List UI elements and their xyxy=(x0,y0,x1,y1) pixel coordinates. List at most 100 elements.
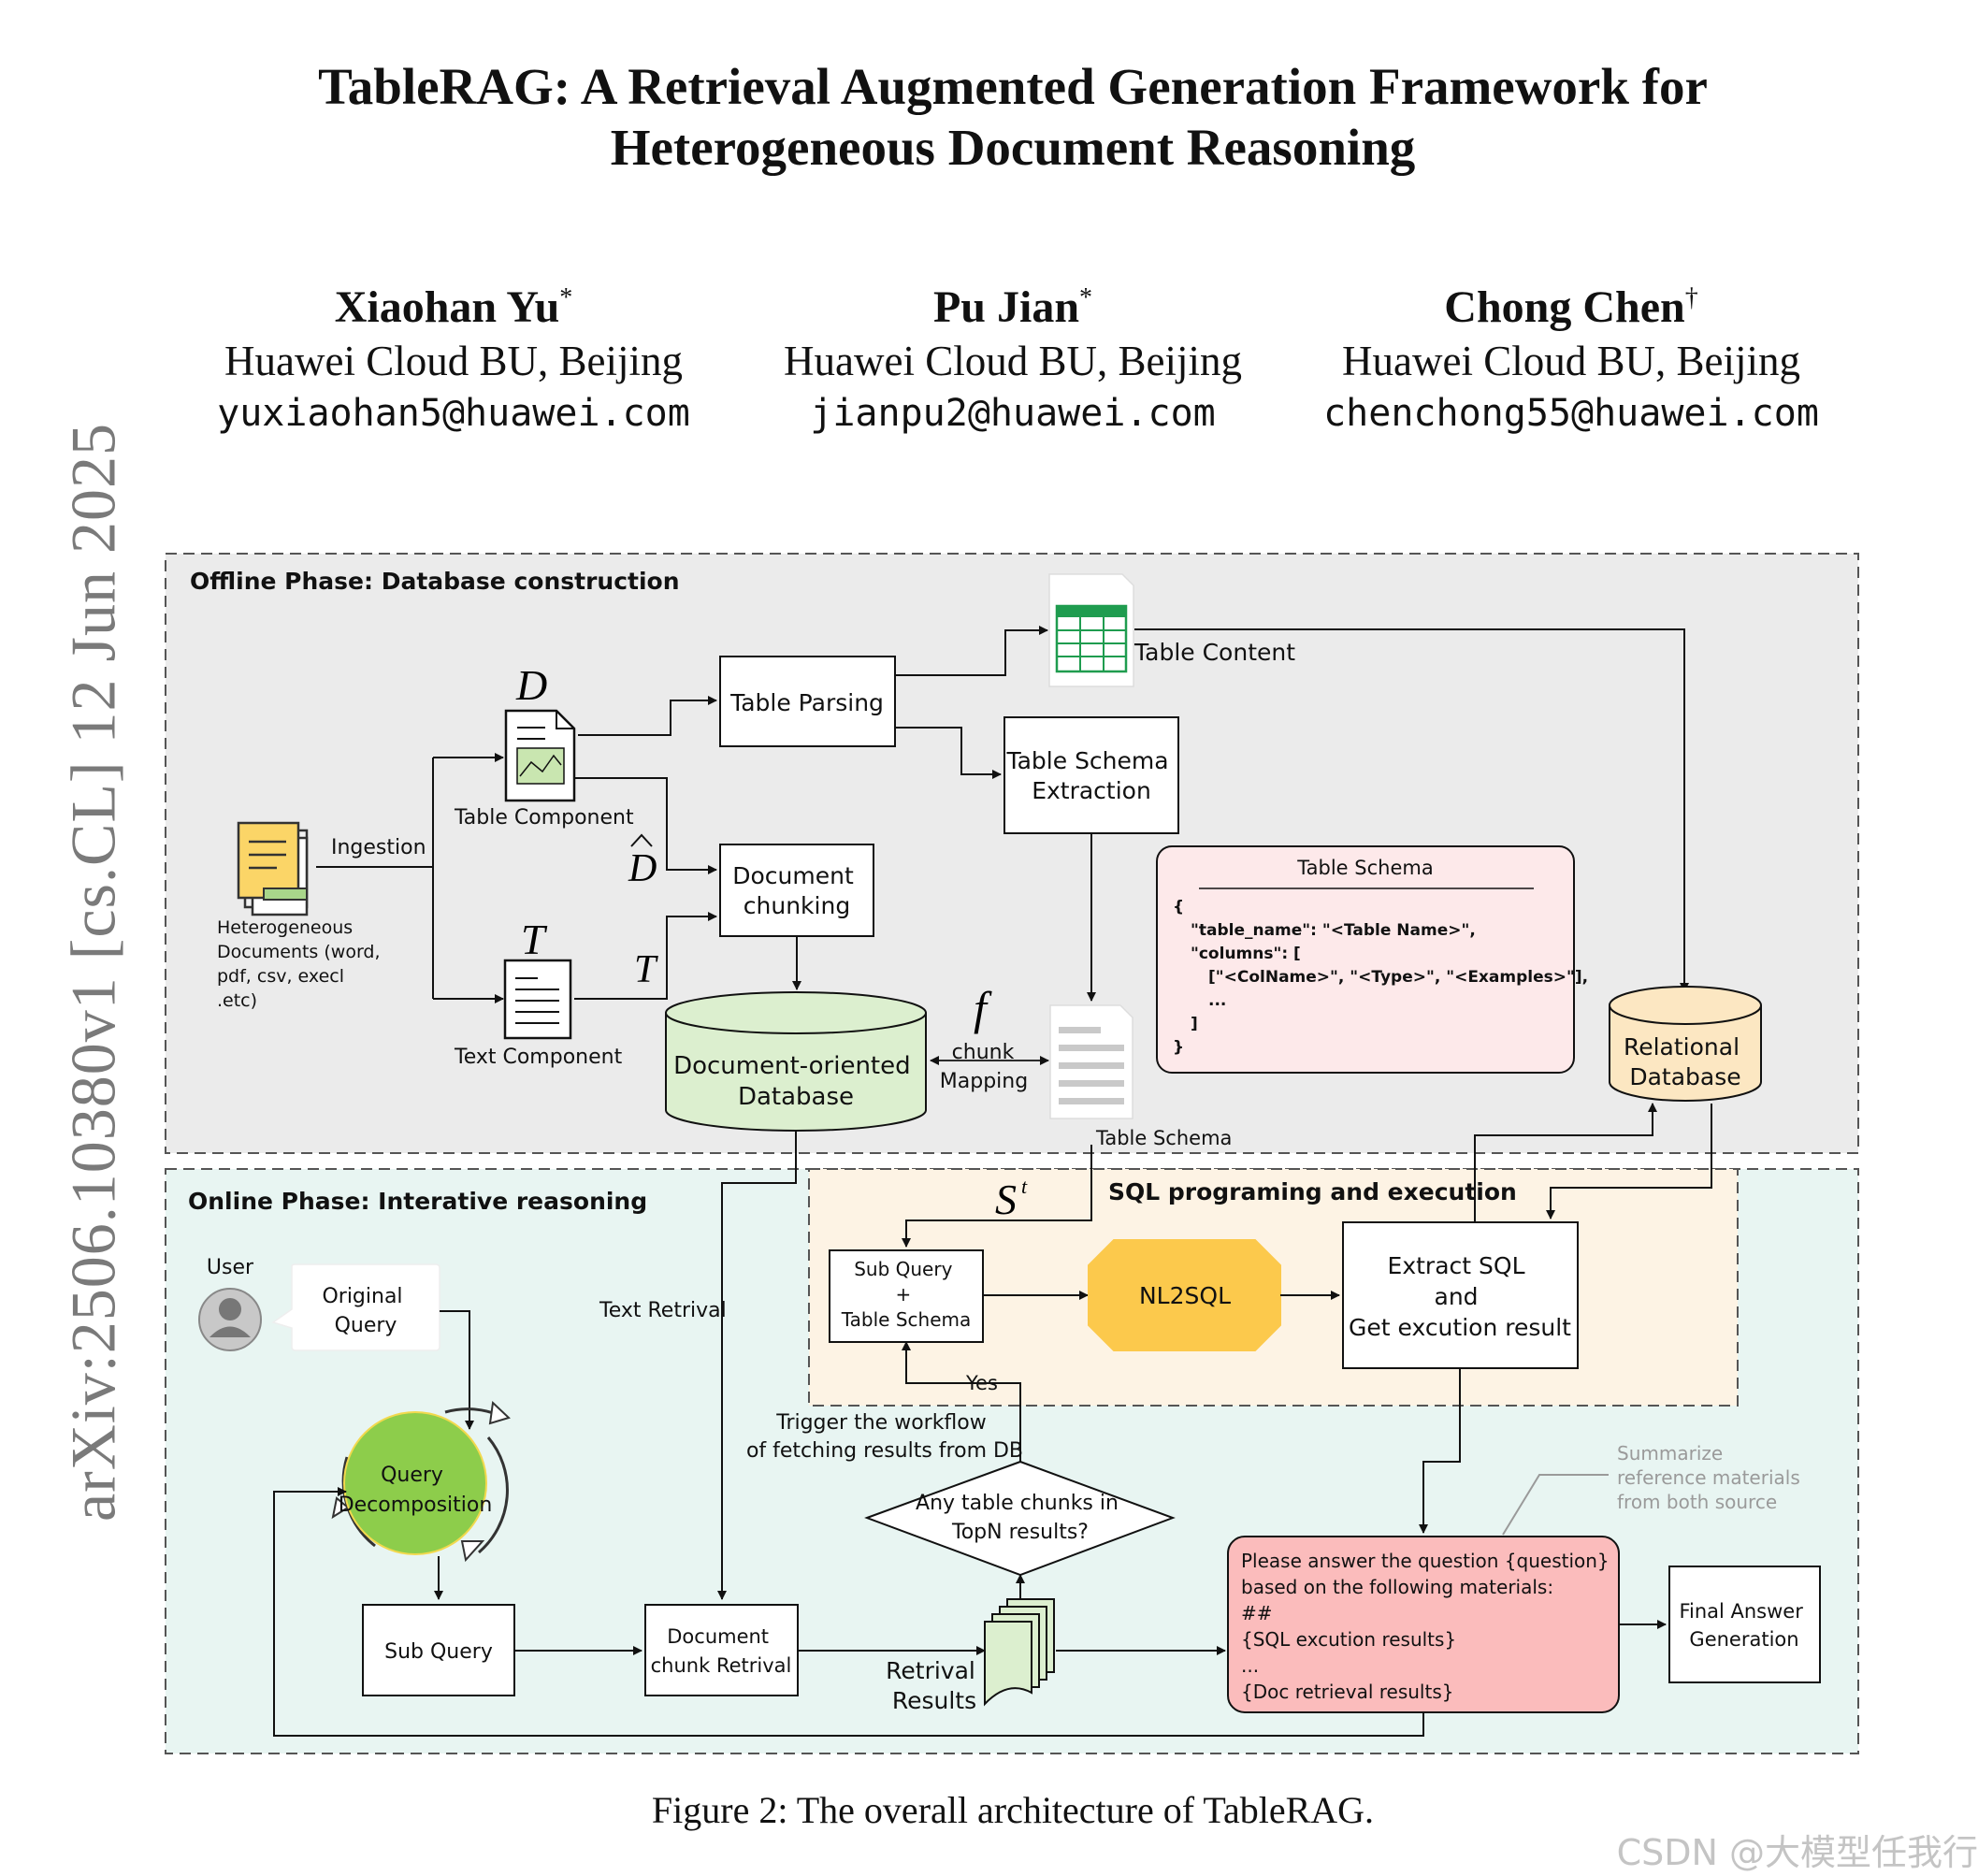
svg-text:"table_name": "<Table Name>",: "table_name": "<Table Name>", xyxy=(1191,921,1476,940)
author-mark: * xyxy=(559,283,573,312)
svg-text:t: t xyxy=(1021,1175,1028,1198)
heterogeneous-documents-icon xyxy=(237,821,309,916)
trigger-label: Trigger the workflow of fetching results… xyxy=(746,1411,1023,1463)
svg-text:{: { xyxy=(1173,898,1184,916)
doc-chunk-retrival-label: Document chunk Retrival xyxy=(651,1625,792,1677)
svg-text:...: ... xyxy=(1241,1654,1259,1677)
symbol-D: D xyxy=(515,661,547,709)
title-line-1: TableRAG: A Retrieval Augmented Generati… xyxy=(318,58,1708,115)
query-decomposition-cycle-icon xyxy=(331,1400,511,1563)
author-name: Chong Chen xyxy=(1444,282,1685,332)
svg-text:pdf, csv, execl: pdf, csv, execl xyxy=(217,966,344,987)
author-block-1: Xiaohan Yu* Huawei Cloud BU, Beijing yux… xyxy=(164,271,744,440)
author-name: Pu Jian xyxy=(932,282,1080,332)
author-name: Xiaohan Yu xyxy=(334,282,560,332)
sub-query-schema-label: Sub Query + Table Schema xyxy=(841,1258,972,1331)
table-parsing-box xyxy=(719,656,896,747)
mapping-label: Mapping xyxy=(940,1070,1028,1093)
symbol-D-hat: D xyxy=(628,833,657,890)
original-query-label: Original Query xyxy=(322,1285,409,1337)
nl2sql-node xyxy=(1088,1239,1281,1351)
schema-json-box xyxy=(1156,845,1575,1074)
user-avatar-icon xyxy=(198,1288,262,1351)
table-content-label: Table Content xyxy=(1133,639,1295,666)
author-email[interactable]: chenchong55@huawei.com xyxy=(1323,392,1819,435)
symbol-S-t: S t xyxy=(995,1175,1028,1223)
author-affiliation: Huawei Cloud BU, Beijing xyxy=(1342,338,1800,384)
decision-label: Any table chunks in TopN results? xyxy=(916,1492,1125,1544)
schema-extraction-label: Table Schema Extraction xyxy=(1005,747,1176,804)
text-component-icon xyxy=(503,959,572,1040)
author-email[interactable]: jianpu2@huawei.com xyxy=(810,392,1216,435)
schema-extraction-box xyxy=(1003,716,1179,834)
retrival-results-stack-icon xyxy=(984,1598,1055,1707)
csdn-watermark: CSDN @大模型任我行 xyxy=(1616,1832,1978,1873)
table-parsing-label: Table Parsing xyxy=(729,689,884,716)
sub-query-schema-box xyxy=(829,1249,984,1343)
author-affiliation: Huawei Cloud BU, Beijing xyxy=(224,338,683,384)
hetero-docs-label: Heterogeneous Documents (word, pdf, csv,… xyxy=(217,917,381,1011)
author-affiliation: Huawei Cloud BU, Beijing xyxy=(784,338,1242,384)
online-phase-title: Online Phase: Interative reasoning xyxy=(188,1188,647,1215)
extract-sql-label: Extract SQL and Get excution result xyxy=(1349,1252,1571,1341)
svg-text:"columns": [: "columns": [ xyxy=(1191,945,1301,963)
table-component-label: Table Component xyxy=(454,806,634,830)
svg-text:S: S xyxy=(995,1176,1017,1223)
author-block-2: Pu Jian* Huawei Cloud BU, Beijing jianpu… xyxy=(723,271,1303,440)
doc-chunk-retrival-box xyxy=(644,1604,799,1696)
doc-chunking-label: Document chunking xyxy=(732,862,860,919)
user-label: User xyxy=(207,1256,254,1279)
sql-panel-title: SQL programing and execution xyxy=(1108,1178,1517,1205)
symbol-T: T xyxy=(521,916,548,963)
relational-database-cylinder xyxy=(1609,986,1762,1102)
svg-text:based on the following materia: based on the following materials: xyxy=(1241,1576,1553,1598)
svg-text:["<ColName>", "<Type>", "<Exam: ["<ColName>", "<Type>", "<Examples>"], xyxy=(1208,968,1588,987)
svg-text:Documents (word,: Documents (word, xyxy=(217,942,381,962)
text-retrival-label: Text Retrival xyxy=(599,1299,727,1322)
table-component-icon xyxy=(504,709,576,802)
document-database-label: Document-oriented Database xyxy=(673,1052,918,1111)
svg-text:...: ... xyxy=(1208,991,1226,1010)
nl2sql-label: NL2SQL xyxy=(1139,1282,1231,1309)
doc-chunking-box xyxy=(719,844,874,937)
sub-query-label: Sub Query xyxy=(384,1640,493,1664)
yes-label: Yes xyxy=(965,1372,998,1394)
svg-text:{SQL excution results}: {SQL excution results} xyxy=(1241,1628,1456,1651)
symbol-T-text: T xyxy=(634,948,658,991)
final-answer-label: Final Answer Generation xyxy=(1679,1600,1809,1651)
svg-text:{Doc retrieval results}: {Doc retrieval results} xyxy=(1241,1681,1453,1703)
table-schema-caption: Table Schema xyxy=(1095,1127,1232,1149)
prompt-lines: Please answer the question {question} ba… xyxy=(1241,1550,1610,1703)
svg-text:Heterogeneous: Heterogeneous xyxy=(217,917,353,938)
document-database-cylinder xyxy=(665,991,927,1132)
topn-decision-diamond xyxy=(864,1460,1176,1577)
final-answer-box xyxy=(1668,1566,1821,1683)
title-line-2: Heterogeneous Document Reasoning xyxy=(610,119,1416,176)
offline-phase-title: Offline Phase: Database construction xyxy=(190,568,680,595)
table-schema-document-icon xyxy=(1049,1004,1133,1119)
svg-text:]: ] xyxy=(1191,1015,1198,1033)
summarize-note: Summarize reference materials from both … xyxy=(1617,1442,1806,1513)
author-block-3: Chong Chen† Huawei Cloud BU, Beijing che… xyxy=(1281,271,1861,440)
svg-text:##: ## xyxy=(1241,1602,1273,1624)
svg-text:Please answer the question {qu: Please answer the question {question} xyxy=(1241,1550,1610,1572)
svg-text:.etc): .etc) xyxy=(217,990,257,1011)
svg-text:}: } xyxy=(1173,1038,1184,1057)
original-query-bubble xyxy=(271,1263,440,1351)
paper-title: TableRAG: A Retrieval Augmented Generati… xyxy=(0,56,1978,178)
schema-json-lines: { "table_name": "<Table Name>", "columns… xyxy=(1173,898,1588,1057)
schema-box-title: Table Schema xyxy=(1296,857,1433,879)
extract-sql-box xyxy=(1342,1221,1579,1369)
author-mark: * xyxy=(1079,283,1093,312)
retrival-results-label: Retrival Results xyxy=(886,1657,983,1714)
svg-text:D: D xyxy=(628,847,657,890)
query-decomposition-label: Query Decomposition xyxy=(339,1464,493,1517)
author-email[interactable]: yuxiaohan5@huawei.com xyxy=(217,392,690,435)
query-decomposition-node xyxy=(343,1411,487,1555)
figure-caption: Figure 2: The overall architecture of Ta… xyxy=(651,1789,1375,1831)
text-component-label: Text Component xyxy=(454,1046,623,1069)
offline-phase-panel xyxy=(165,553,1859,1154)
ingestion-label: Ingestion xyxy=(331,836,426,859)
relational-database-label: Relational Database xyxy=(1624,1033,1747,1090)
